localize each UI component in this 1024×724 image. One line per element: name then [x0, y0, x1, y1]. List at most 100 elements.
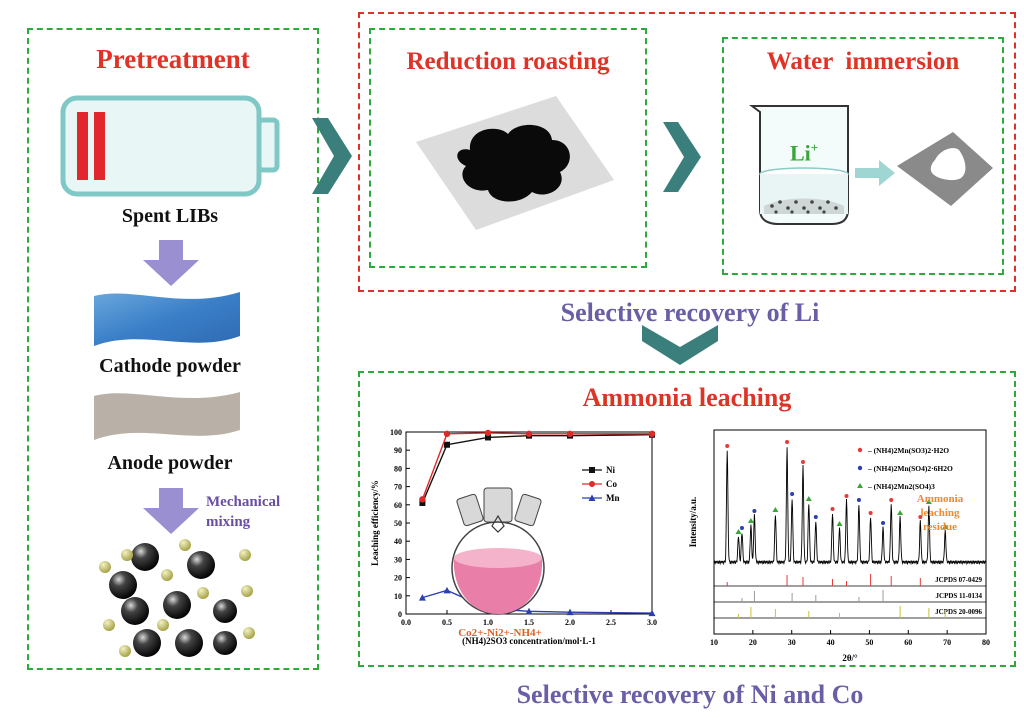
phase-marker: [856, 498, 861, 502]
down-arrow-icon: [143, 240, 199, 286]
x-tick-label: 10: [710, 638, 718, 647]
water-immersion-title: Water immersion: [766, 48, 960, 75]
mixing-line-2: mixing: [206, 514, 251, 530]
data-point-ni: [419, 499, 426, 506]
nico-recovery-label: Selective recovery of Ni and Co: [516, 680, 864, 709]
data-point-co: [525, 430, 533, 438]
x-tick-label: 70: [943, 638, 951, 647]
phase-marker: [725, 444, 730, 448]
series-line-mn: [422, 589, 653, 614]
x-tick-label: 80: [982, 638, 990, 647]
water-immersion-frame: [722, 37, 1004, 275]
phase-marker: [897, 510, 904, 515]
data-point-mn: [648, 609, 656, 617]
anode-powder-label: Anode powder: [107, 452, 233, 474]
arrow-right-icon: [855, 160, 895, 186]
phase-marker: [747, 517, 754, 523]
phase-marker: [752, 508, 757, 513]
reference-label: JCPDS 11-0134: [936, 592, 983, 600]
legend-marker: [588, 494, 596, 501]
mechanical-mixing-label: Mechanical mixing: [206, 492, 280, 532]
mixed-particles-illustration: [99, 539, 255, 657]
ammonia-leaching-title: Ammonia leaching: [582, 383, 792, 412]
cathode-powder-label: Cathode powder: [99, 355, 241, 377]
y-tick-label: 30: [394, 555, 402, 564]
x-tick-label: 3.0: [647, 618, 657, 627]
mixing-line-1: Mechanical: [206, 494, 281, 510]
y-tick-label: 40: [394, 537, 402, 546]
reduction-roasting-frame: [369, 28, 647, 268]
legend-label: – (NH4)2Mn(SO4)2·6H2O: [867, 464, 953, 473]
chevron-right-icon: [312, 118, 352, 194]
legend-label: Co: [606, 479, 617, 489]
data-point-co: [484, 429, 492, 437]
phase-marker: [813, 515, 818, 519]
residue-annotation: leaching: [920, 507, 960, 519]
li-ion-text: Li: [790, 140, 811, 166]
y-tick-label: 0: [398, 610, 402, 619]
phase-marker: [830, 507, 835, 511]
phase-marker: [868, 511, 873, 515]
beaker-icon: [749, 105, 849, 225]
phase-marker: [772, 507, 779, 512]
down-arrow-icon: [143, 488, 199, 534]
phase-marker: [790, 492, 795, 496]
y-tick-label: 20: [394, 574, 402, 583]
phase-marker: [925, 499, 932, 504]
x-tick-label: 60: [904, 638, 912, 647]
chevron-down-icon: [642, 325, 718, 365]
phase-marker: [889, 498, 894, 502]
x-axis-label: (NH4)2SO3 concentration/mol·L-1: [462, 636, 596, 646]
y-tick-label: 60: [394, 501, 402, 510]
li-recovery-frame: [358, 12, 1016, 292]
flask-icon: [451, 487, 545, 615]
legend-marker: [857, 447, 863, 453]
data-point-co: [443, 430, 451, 438]
data-point-co: [648, 430, 656, 438]
anode-powder-swatch: [94, 392, 240, 440]
solution-annotation: Co2+-Ni2+-NH4+: [458, 627, 542, 639]
x-tick-label: 50: [865, 638, 873, 647]
phase-marker: [844, 494, 849, 498]
y-tick-label: 10: [394, 592, 402, 601]
li-ion-label: Li+: [790, 140, 818, 166]
pretreatment-frame: [27, 28, 319, 670]
phase-marker: [800, 460, 805, 464]
legend-label: Ni: [606, 465, 615, 475]
legend-label: – (NH4)2Mn(SO3)2·H2O: [867, 446, 949, 455]
y-axis-label: Leaching efficiency/%: [370, 480, 380, 566]
y-axis-label: Intensity/a.u.: [688, 497, 698, 548]
residue-annotation: residue: [923, 521, 957, 533]
phase-marker: [785, 440, 790, 444]
data-point-co: [566, 430, 574, 438]
phase-marker: [739, 525, 744, 530]
data-point-mn: [418, 594, 426, 601]
x-tick-label: 1.5: [524, 618, 534, 627]
x-tick-label: 0.5: [442, 618, 452, 627]
chevron-right-icon: [663, 122, 701, 192]
legend-marker: [857, 483, 863, 488]
cathode-powder-swatch: [94, 292, 240, 346]
x-tick-label: 2.5: [606, 618, 616, 627]
phase-marker: [735, 528, 742, 534]
ammonia-leaching-frame: [358, 371, 1016, 667]
residue-powder-illustration: [897, 132, 993, 206]
x-tick-label: 40: [827, 638, 835, 647]
plot-frame: [713, 429, 987, 635]
spent-libs-label: Spent LIBs: [121, 205, 219, 227]
phase-marker: [805, 496, 812, 501]
data-point-mn: [566, 608, 574, 616]
li-ion-charge: +: [810, 140, 819, 155]
data-point-ni: [485, 434, 491, 441]
reduction-roasting-title: Reduction roasting: [406, 48, 610, 75]
x-tick-label: 30: [788, 638, 796, 647]
reference-label: JCPDS 20-0096: [935, 608, 982, 616]
y-tick-label: 70: [394, 483, 402, 492]
x-tick-label: 0.0: [401, 618, 411, 627]
data-point-mn: [443, 586, 451, 594]
data-point-mn: [525, 607, 533, 615]
xrd-pattern-line: [713, 447, 987, 566]
phase-marker: [918, 515, 923, 519]
legend-marker: [589, 467, 595, 473]
